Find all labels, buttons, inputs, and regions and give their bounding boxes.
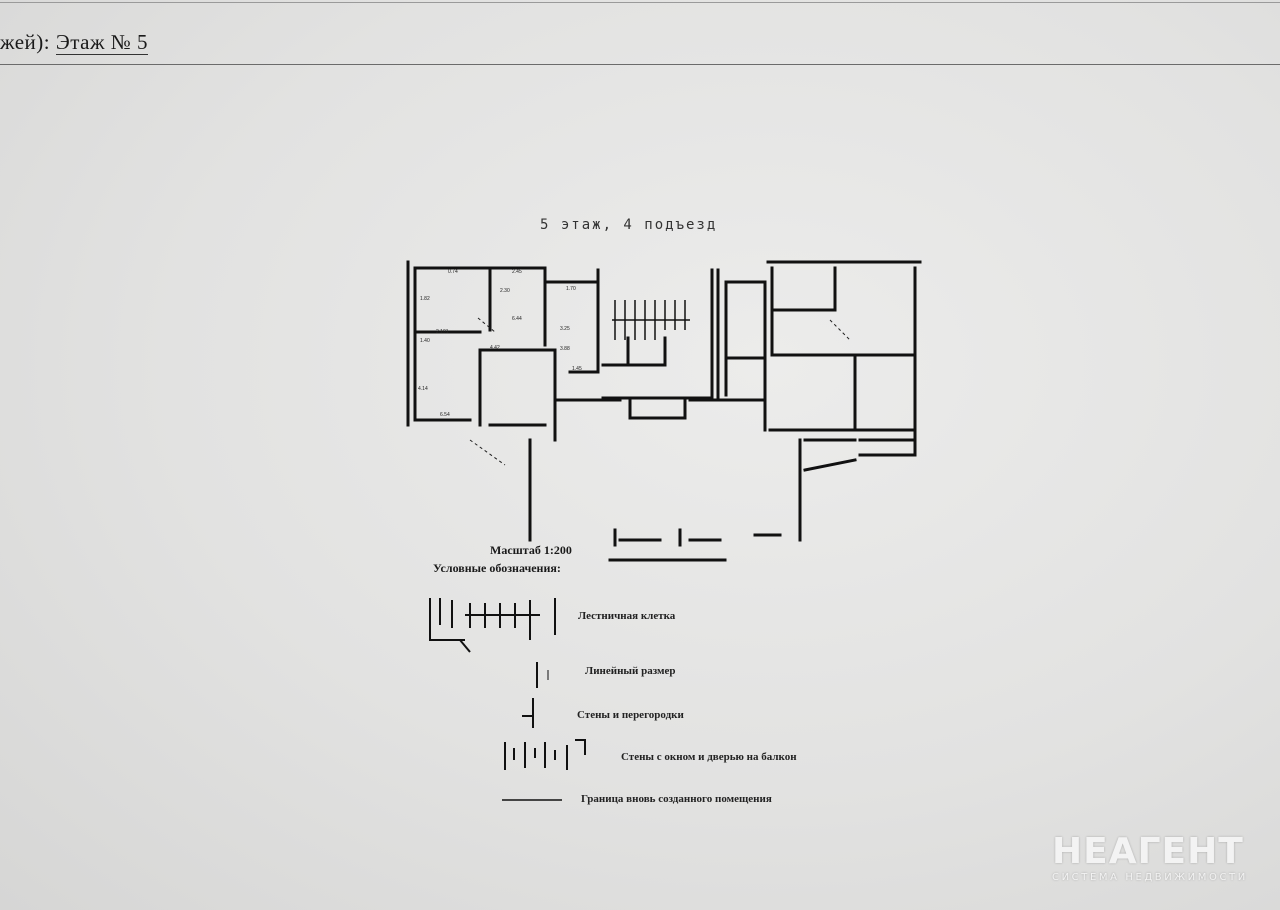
dim-label: 2.45 (512, 269, 522, 275)
logo-main-text: НЕАГЕНТ (1052, 831, 1244, 872)
dim-label: 0.74 (448, 269, 458, 275)
walls (406, 260, 922, 562)
dim-label: 1.40 (420, 338, 430, 344)
plan-scale: Масштаб 1:200 (490, 543, 572, 557)
stair-symbol (429, 598, 556, 653)
floor-header: жей): Этаж № 5 (0, 30, 149, 55)
legend-label-walls: Стены и перегородки (577, 709, 684, 721)
header-prefix: жей): (0, 30, 56, 54)
floor-number: Этаж № 5 (55, 30, 149, 55)
dim-label: 1.70 (566, 286, 576, 292)
legend-label-window-door: Стены с окном и дверью на балкон (621, 751, 797, 763)
stairs (612, 300, 690, 340)
header-rule (0, 64, 1280, 65)
dim-label: 2.30 (500, 288, 510, 294)
wall-symbol (522, 698, 534, 728)
dim-label: 3.88 (560, 346, 570, 352)
dim-label: 1.82 (420, 296, 430, 302)
watermark-logo: НЕАГЕНТ СИСТЕМА НЕДВИЖИМОСТИ (1052, 831, 1248, 884)
window-door-symbol (504, 739, 586, 770)
dim-label: 4.42 (490, 345, 500, 351)
legend-symbols (429, 598, 586, 801)
dim-label: 2.101 (436, 329, 449, 335)
legend-label-linear-dimension: Линейный размер (585, 665, 676, 677)
legend-title: Условные обозначения: (433, 561, 561, 575)
page-edge-line (0, 2, 1280, 3)
dim-label: 6.44 (512, 316, 522, 322)
dim-label: 3.25 (560, 326, 570, 332)
dim-label: 1.45 (572, 366, 582, 372)
room-dimensions: 0.74 2.45 1.70 2.30 1.82 2.101 6.44 4.42… (418, 269, 582, 418)
legend-label-stairwell: Лестничная клетка (578, 610, 676, 622)
plan-title: 5 этаж, 4 подъезд (540, 217, 718, 233)
linear-dimension-symbol (536, 662, 549, 688)
legend-label-new-boundary: Граница вновь созданного помещения (581, 793, 772, 805)
logo-subtitle: СИСТЕМА НЕДВИЖИМОСТИ (1052, 872, 1248, 883)
door-swings (469, 317, 851, 466)
dim-label: 4.14 (418, 386, 428, 392)
dim-label: 6.54 (440, 412, 450, 418)
